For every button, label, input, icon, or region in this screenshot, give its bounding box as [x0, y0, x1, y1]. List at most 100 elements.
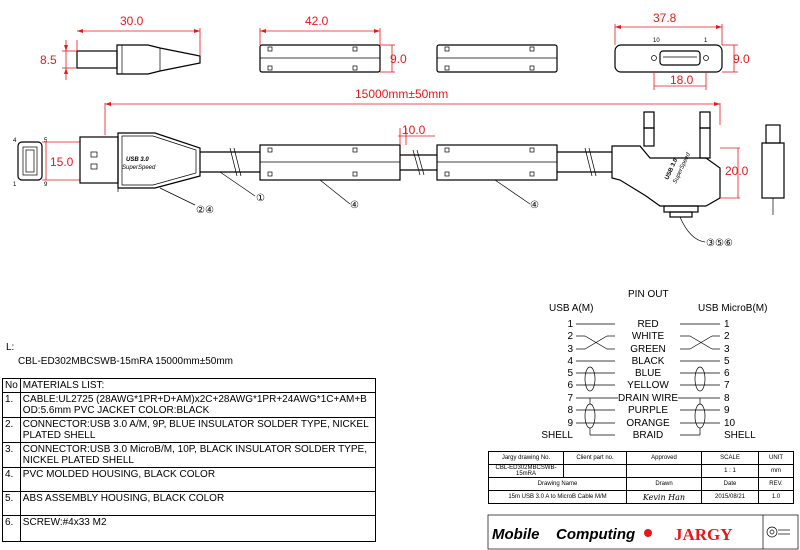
pinout-left-pin: SHELL [541, 430, 573, 441]
usb-a-side-view: USB 3.0 SuperSpeed [79, 132, 201, 192]
callout-3-5-6: ③⑤⑥ [706, 238, 733, 249]
mat-header-title: MATERIALS LIST: [19, 378, 377, 393]
brand-computing: Computing [556, 526, 635, 543]
mat-row-no: 3. [2, 442, 21, 468]
usb-logo-line2: SuperSpeed [122, 165, 156, 171]
brand-mobile: Mobile [492, 526, 540, 543]
table-row: 1. CABLE:UL2725 (28AWG*1PR+D+AM)x2C+28AW… [2, 392, 377, 418]
mat-row-no: 2. [2, 417, 21, 443]
microb-end-profile [761, 124, 785, 215]
pinout-wire-color: WHITE [632, 331, 665, 342]
tb-rev: 1.0 [758, 490, 794, 504]
materials-table: No MATERIALS LIST: 1. CABLE:UL2725 (28AW… [2, 378, 377, 542]
total-length-text: 15000mm±50mm [355, 87, 448, 101]
pinout-right-pin: 5 [724, 356, 730, 367]
mat-row-no: 4. [2, 467, 21, 492]
plug-height-dim: 8.5 [40, 53, 57, 67]
ferrite-top-view-2 [436, 44, 558, 73]
title-block: Jargy drawing No. Client part no. Approv… [488, 451, 794, 504]
ferrite-height-dim: 9.0 [390, 52, 407, 66]
pinout-left-pin: 9 [567, 418, 573, 429]
table-row: 2. CONNECTOR:USB 3.0 A/M, 9P, BLUE INSUL… [2, 417, 377, 443]
usb-a-top-view: 30.0 8.5 [40, 14, 201, 80]
table-row: 3. CONNECTOR:USB 3.0 MicroB/M, 10P, BLAC… [2, 442, 377, 468]
pinout-wire-color: PURPLE [628, 405, 668, 416]
cable-body [200, 147, 612, 177]
tb-drawing-no: CBL-ED302MBCSWB-15mRA [488, 464, 564, 478]
callout-1: ① [256, 193, 265, 204]
pinout-left-pin: 3 [567, 344, 573, 355]
mat-row-no: 1. [2, 392, 21, 418]
microb-body-height-dim: 20.0 [725, 164, 749, 178]
microb-pin-1: 1 [704, 38, 708, 44]
total-length-dim: 15000mm±50mm [104, 87, 721, 135]
mat-row-text: PVC MOLDED HOUSING, BLACK COLOR [19, 467, 377, 492]
mat-row-no: 6. [2, 515, 21, 542]
pinout-wire-color: ORANGE [626, 418, 670, 429]
table-row: 6. SCREW:#4x33 M2 [2, 515, 377, 542]
ferrite-dia-dim: 10.0 [402, 123, 426, 137]
pinout-left-title: USB A(M) [549, 303, 593, 314]
ferrite-side-1: 10.0 [259, 123, 435, 181]
microb-pitch-dim: 18.0 [670, 73, 694, 87]
callout-4-b: ④ [530, 200, 539, 211]
microb-width-dim: 37.8 [653, 11, 677, 25]
tb-h-drawn: Drawn [626, 477, 702, 491]
pinout-right-pin: SHELL [724, 430, 756, 441]
pinout-right-pin: 10 [724, 418, 736, 429]
usb-a-face: 4 5 1 9 15.0 [13, 138, 80, 188]
ferrite-side-2 [436, 144, 558, 181]
microb-pin-10: 10 [653, 38, 660, 44]
pinout-left-pin: 5 [567, 368, 573, 379]
pinout-right-pin: 1 [724, 319, 730, 330]
tb-h-client-part: Client part no. [563, 451, 627, 465]
pinout-right-pin: 2 [724, 331, 730, 342]
a-pin-4: 4 [13, 138, 17, 144]
tb-drawn-by: Kevin Han [626, 490, 702, 504]
pinout-right-pin: 3 [724, 344, 730, 355]
mat-row-text: CONNECTOR:USB 3.0 MicroB/M, 10P, BLACK I… [19, 442, 377, 468]
a-pin-5: 5 [44, 138, 48, 144]
pinout-wire-color: BRAID [633, 430, 664, 441]
brand-logo: Mobile Computing JARGY [492, 525, 790, 544]
tb-scale: 1 : 1 [701, 464, 759, 478]
tb-h-approved: Approved [626, 451, 702, 465]
pinout-left-pin: 2 [567, 331, 573, 342]
pinout-wires [576, 323, 720, 436]
tb-h-rev: REV. [758, 477, 794, 491]
callout-4-a: ④ [350, 200, 359, 211]
usb-logo-line1: USB 3.0 [126, 157, 149, 163]
pinout-left-pin: 1 [567, 319, 573, 330]
table-row: 5. ABS ASSEMBLY HOUSING, BLACK COLOR [2, 491, 377, 516]
a-pin-1: 1 [13, 182, 17, 188]
mat-header-no: No [2, 378, 21, 393]
brand-dot-icon [644, 529, 652, 537]
pinout-left-pin: 8 [567, 405, 573, 416]
pinout-wire-color: GREEN [630, 344, 666, 355]
microb-height-dim: 9.0 [733, 52, 750, 66]
pinout-wire-color: BLUE [635, 368, 661, 379]
a-face-height-dim: 15.0 [50, 155, 74, 169]
pinout-right-title: USB MicroB(M) [698, 303, 767, 314]
pinout-right-pin: 9 [724, 405, 730, 416]
pinout-wire-color: RED [637, 319, 658, 330]
pinout-title: PIN OUT [628, 289, 669, 300]
callouts: ②④ ① ④ ④ ③⑤⑥ [159, 171, 733, 249]
mat-row-text: CABLE:UL2725 (28AWG*1PR+D+AM)x2C+28AWG*1… [19, 392, 377, 418]
callout-2-4: ②④ [196, 205, 214, 216]
pinout-left-pin: 6 [567, 380, 573, 391]
ferrite-length-dim: 42.0 [305, 14, 329, 28]
microb-side-view: USB 3.0 SuperSpeed 20.0 [611, 111, 749, 218]
tb-h-drawing-no: Jargy drawing No. [488, 451, 564, 465]
tb-drawing-name: 15m USB 3.0 A to MicroB Cable M/M [488, 490, 627, 504]
pinout-wire-color: YELLOW [627, 380, 669, 391]
tb-unit: mm [758, 464, 794, 478]
microb-end-view: 37.8 9.0 18.0 10 1 [614, 11, 750, 90]
pinout-right-pin: 7 [724, 380, 730, 391]
pinout-wire-color: BLACK [632, 356, 665, 367]
tb-h-scale: SCALE [701, 451, 759, 465]
tb-date: 2015/08/21 [701, 490, 759, 504]
part-number-line: CBL-ED302MBCSWB-15mRA 15000mm±50mm [18, 356, 233, 367]
